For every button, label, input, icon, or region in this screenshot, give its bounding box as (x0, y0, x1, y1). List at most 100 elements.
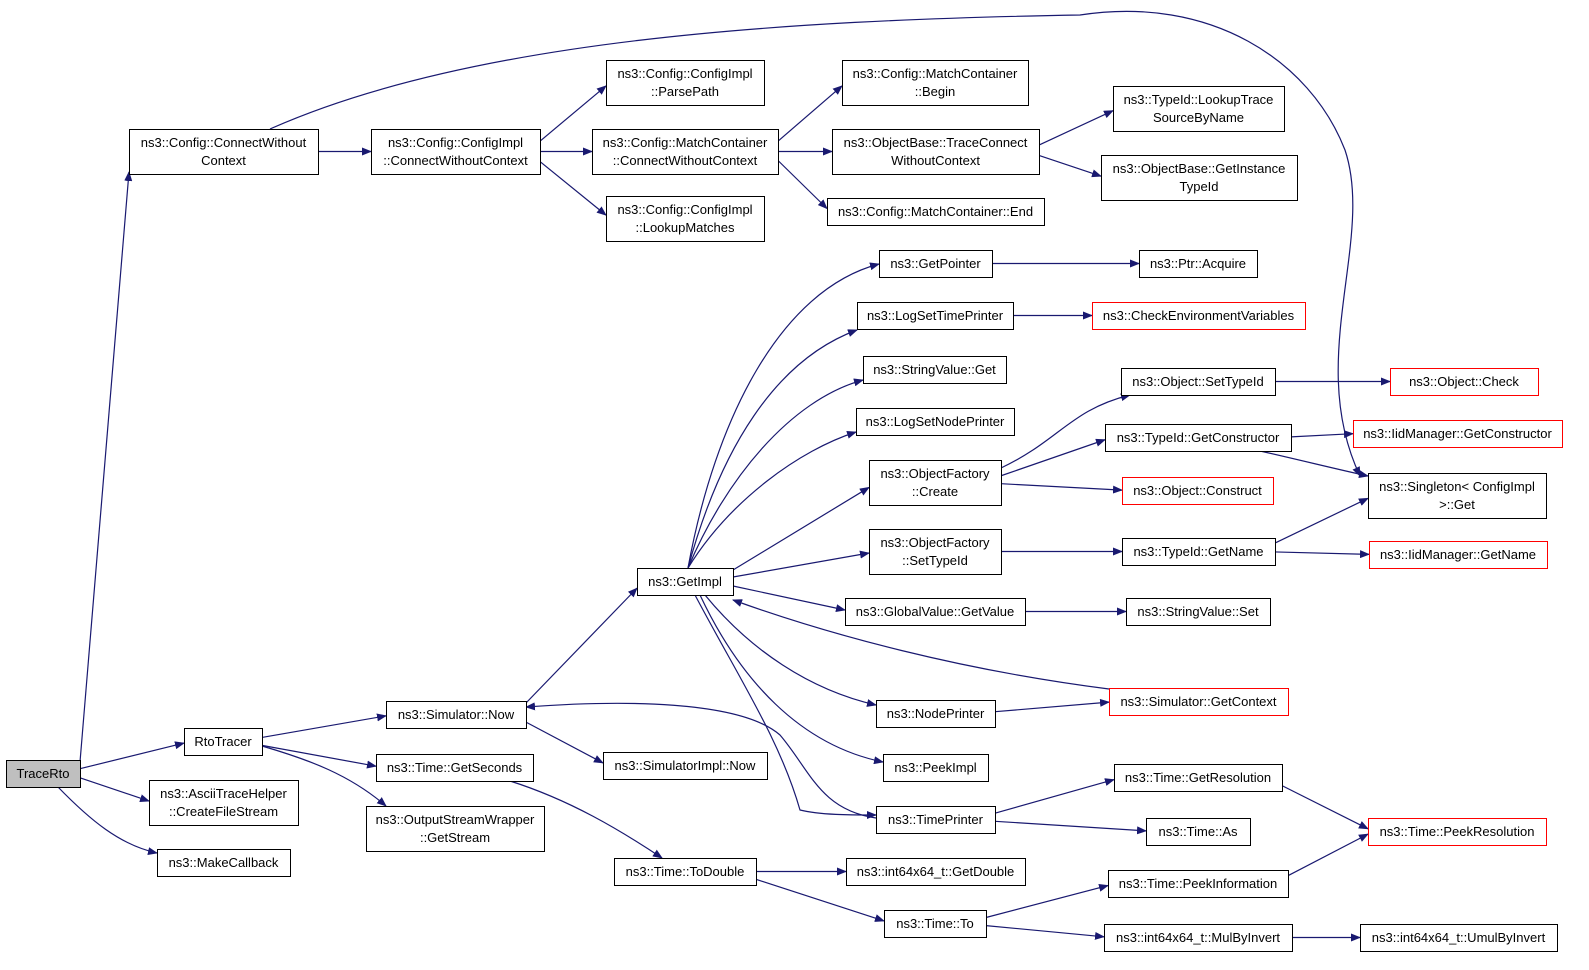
node-sim-getctx[interactable]: ns3::Simulator::GetContext (1109, 688, 1289, 716)
node-check-env[interactable]: ns3::CheckEnvironmentVariables (1092, 302, 1306, 330)
node-time-todouble[interactable]: ns3::Time::ToDouble (614, 858, 757, 886)
node-box[interactable] (6, 760, 81, 788)
node-box[interactable] (1126, 598, 1271, 626)
node-osw-gs[interactable]: ns3::OutputStreamWrapper::GetStream (366, 806, 545, 852)
node-box[interactable] (1122, 477, 1274, 505)
node-box[interactable] (879, 250, 993, 278)
node-box[interactable] (603, 752, 768, 780)
node-box[interactable] (1121, 368, 1276, 396)
node-box[interactable] (1104, 924, 1293, 952)
node-box[interactable] (1122, 538, 1276, 566)
node-box[interactable] (129, 129, 319, 175)
node-ci-cwc[interactable]: ns3::Config::ConfigImpl::ConnectWithoutC… (371, 129, 541, 175)
node-simimpl-now[interactable]: ns3::SimulatorImpl::Now (603, 752, 768, 780)
node-box[interactable] (846, 858, 1026, 886)
node-logsetnp[interactable]: ns3::LogSetNodePrinter (856, 408, 1015, 436)
node-time-to[interactable]: ns3::Time::To (884, 910, 987, 938)
node-box[interactable] (1360, 924, 1558, 952)
node-rtotracer[interactable]: RtoTracer (184, 728, 263, 756)
node-time-peekres[interactable]: ns3::Time::PeekResolution (1368, 818, 1547, 846)
node-box[interactable] (1114, 764, 1283, 792)
node-int-getdouble[interactable]: ns3::int64x64_t::GetDouble (846, 858, 1026, 886)
node-box[interactable] (883, 754, 989, 782)
node-timeprinter[interactable]: ns3::TimePrinter (876, 806, 996, 834)
node-obj-construct[interactable]: ns3::Object::Construct (1122, 477, 1274, 505)
node-config-cwc[interactable]: ns3::Config::ConnectWithoutContext (129, 129, 319, 175)
node-time-getres[interactable]: ns3::Time::GetResolution (1114, 764, 1283, 792)
node-box[interactable] (856, 408, 1015, 436)
node-time-as[interactable]: ns3::Time::As (1146, 818, 1251, 846)
node-box[interactable] (857, 302, 1014, 330)
node-box[interactable] (592, 129, 779, 175)
node-box[interactable] (869, 529, 1002, 575)
node-mc-cwc[interactable]: ns3::Config::MatchContainer::ConnectWith… (592, 129, 779, 175)
node-box[interactable] (1105, 424, 1292, 452)
node-box[interactable] (149, 780, 299, 826)
node-box[interactable] (376, 754, 534, 782)
node-box[interactable] (876, 700, 996, 728)
node-strval-get[interactable]: ns3::StringValue::Get (863, 356, 1007, 384)
node-getimpl[interactable]: ns3::GetImpl (637, 568, 734, 596)
node-tracerto[interactable]: TraceRto (6, 760, 81, 788)
node-ptr-acquire[interactable]: ns3::Ptr::Acquire (1139, 250, 1258, 278)
node-time-gs[interactable]: ns3::Time::GetSeconds (376, 754, 534, 782)
node-ob-tcwc[interactable]: ns3::ObjectBase::TraceConnectWithoutCont… (832, 129, 1040, 175)
node-time-peekinfo[interactable]: ns3::Time::PeekInformation (1108, 870, 1289, 898)
node-box[interactable] (1092, 302, 1306, 330)
node-box[interactable] (184, 728, 263, 756)
node-singleton-get[interactable]: ns3::Singleton< ConfigImpl >::Get (1368, 473, 1547, 519)
node-box[interactable] (614, 858, 757, 886)
node-box[interactable] (876, 806, 996, 834)
node-mc-begin[interactable]: ns3::Config::MatchContainer::Begin (842, 60, 1029, 106)
node-int-umulbyinv[interactable]: ns3::int64x64_t::UmulByInvert (1360, 924, 1558, 952)
node-box[interactable] (1109, 688, 1289, 716)
node-ci-parsepath[interactable]: ns3::Config::ConfigImpl::ParsePath (606, 60, 765, 106)
node-sim-now[interactable]: ns3::Simulator::Now (386, 701, 527, 729)
node-mc-end[interactable]: ns3::Config::MatchContainer::End (827, 198, 1045, 226)
node-logsettp[interactable]: ns3::LogSetTimePrinter (857, 302, 1014, 330)
node-box[interactable] (386, 701, 527, 729)
node-box[interactable] (1139, 250, 1258, 278)
node-box[interactable] (1108, 870, 1289, 898)
node-box[interactable] (863, 356, 1007, 384)
node-box[interactable] (1353, 420, 1563, 448)
node-box[interactable] (1146, 818, 1251, 846)
node-int-mulbyinv[interactable]: ns3::int64x64_t::MulByInvert (1104, 924, 1293, 952)
node-peekimpl[interactable]: ns3::PeekImpl (883, 754, 989, 782)
node-iid-getname[interactable]: ns3::IidManager::GetName (1369, 541, 1548, 569)
node-box[interactable] (827, 198, 1045, 226)
node-box[interactable] (845, 598, 1026, 626)
node-of-settid[interactable]: ns3::ObjectFactory::SetTypeId (869, 529, 1002, 575)
node-box[interactable] (606, 196, 765, 242)
node-obj-check[interactable]: ns3::Object::Check (1390, 368, 1539, 396)
node-getpointer[interactable]: ns3::GetPointer (879, 250, 993, 278)
node-box[interactable] (1368, 473, 1547, 519)
node-box[interactable] (606, 60, 765, 106)
node-box[interactable] (832, 129, 1040, 175)
node-of-create[interactable]: ns3::ObjectFactory::Create (869, 460, 1002, 506)
node-box[interactable] (842, 60, 1029, 106)
node-box[interactable] (1368, 818, 1547, 846)
node-box[interactable] (637, 568, 734, 596)
node-box[interactable] (1101, 155, 1298, 201)
node-box[interactable] (1369, 541, 1548, 569)
node-ascii-cfs[interactable]: ns3::AsciiTraceHelper::CreateFileStream (149, 780, 299, 826)
node-nodeprinter[interactable]: ns3::NodePrinter (876, 700, 996, 728)
node-box[interactable] (157, 849, 291, 877)
node-makecallback[interactable]: ns3::MakeCallback (157, 849, 291, 877)
node-box[interactable] (869, 460, 1002, 506)
node-box[interactable] (366, 806, 545, 852)
node-box[interactable] (884, 910, 987, 938)
node-box[interactable] (1390, 368, 1539, 396)
node-ci-lookup[interactable]: ns3::Config::ConfigImpl::LookupMatches (606, 196, 765, 242)
node-iid-getctor[interactable]: ns3::IidManager::GetConstructor (1353, 420, 1563, 448)
node-tid-getname[interactable]: ns3::TypeId::GetName (1122, 538, 1276, 566)
node-strval-set[interactable]: ns3::StringValue::Set (1126, 598, 1271, 626)
node-box[interactable] (371, 129, 541, 175)
node-tid-getctor[interactable]: ns3::TypeId::GetConstructor (1105, 424, 1292, 452)
node-gv-getvalue[interactable]: ns3::GlobalValue::GetValue (845, 598, 1026, 626)
node-obj-settid[interactable]: ns3::Object::SetTypeId (1121, 368, 1276, 396)
node-box[interactable] (1113, 86, 1285, 132)
